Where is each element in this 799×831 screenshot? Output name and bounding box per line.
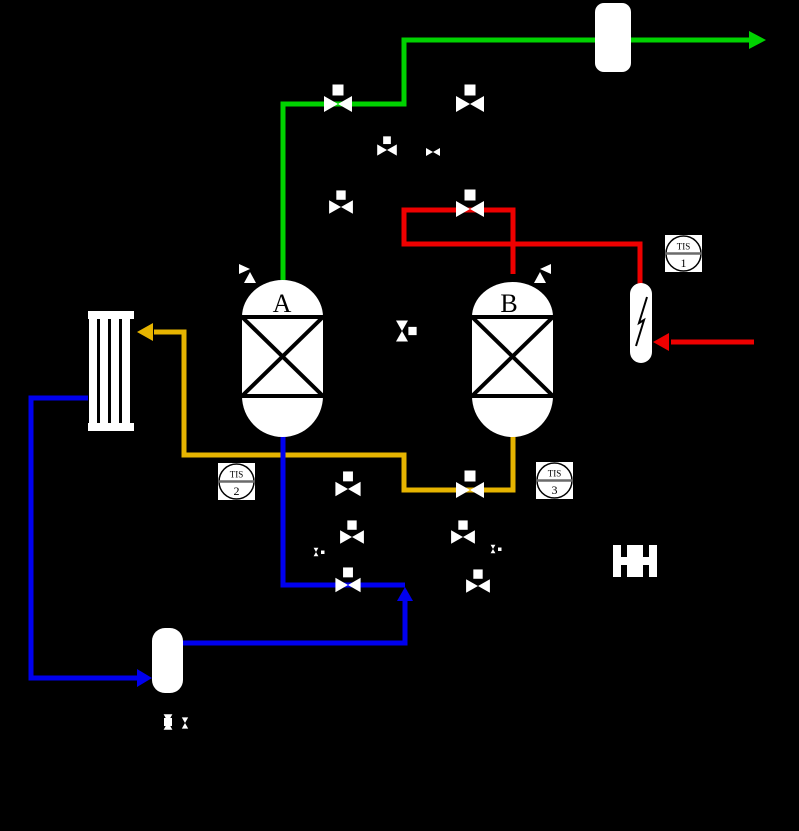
product-flow-arrow	[749, 31, 766, 49]
hand-valve	[456, 470, 484, 498]
vertical-hand-valve	[396, 320, 417, 342]
heat-exchanger	[88, 311, 134, 431]
product-gas-pipe-green	[280, 37, 751, 287]
instrument-number: 2	[234, 484, 240, 498]
instrument-tis-3: TIS 3	[536, 462, 573, 499]
instrument-tag: TIS	[548, 469, 562, 479]
electric-heater	[630, 283, 652, 363]
hand-valve	[451, 520, 475, 544]
inline-filter-vessel	[595, 3, 631, 72]
pump-symbol	[613, 545, 657, 577]
vessel-a-label: A	[273, 289, 292, 318]
small-valve	[426, 148, 440, 156]
hand-valve	[324, 84, 352, 112]
blue-flow-arrows	[137, 587, 413, 687]
instrument-tis-2: TIS 2	[218, 463, 255, 500]
instrument-tis-1: TIS 1	[665, 235, 702, 272]
adsorber-vessel-b: B	[470, 282, 555, 437]
vessel-b-label: B	[500, 289, 517, 318]
hand-valve	[377, 136, 397, 156]
hand-valves	[163, 84, 551, 730]
feed-flow-arrow	[653, 333, 669, 351]
condensate-pipe-blue	[28, 395, 408, 681]
regeneration-pipe-gold	[154, 329, 516, 493]
instrument-tag: TIS	[677, 242, 691, 252]
hand-valve	[335, 471, 361, 497]
instrument-number: 1	[681, 256, 687, 270]
instrument-tag: TIS	[230, 470, 244, 480]
adsorber-vessel-a: A	[240, 280, 325, 437]
hand-valve	[456, 189, 484, 217]
bleed-valve	[313, 547, 325, 557]
drain-valve	[163, 714, 173, 730]
check-valve	[239, 264, 256, 283]
hot-feed-pipe-red	[401, 207, 754, 345]
condensate-drum	[152, 628, 183, 693]
hand-valve	[456, 84, 484, 112]
hand-valve	[340, 520, 364, 544]
drain-valve	[181, 717, 189, 729]
cooler-inlet-arrow	[137, 323, 153, 341]
instrument-number: 3	[552, 483, 558, 497]
hand-valve	[466, 569, 490, 593]
hand-valve	[329, 190, 353, 214]
lightning-bolt-icon	[635, 296, 648, 347]
bleed-valve	[490, 544, 502, 554]
hand-valve	[335, 567, 361, 593]
check-valve	[534, 264, 551, 283]
